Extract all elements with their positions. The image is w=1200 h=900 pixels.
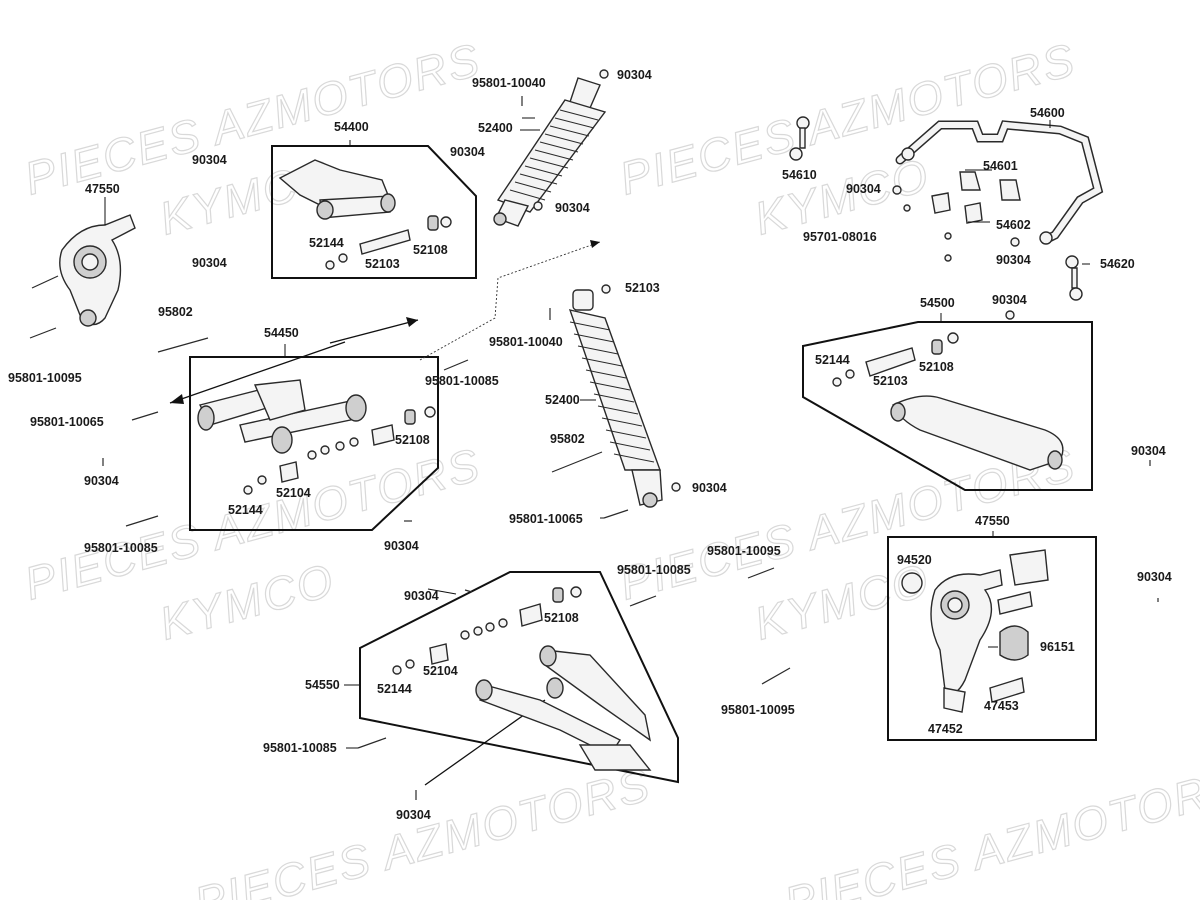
- label-95801-10085-a[interactable]: 95801-10085: [84, 541, 158, 555]
- label-95801-10040-b[interactable]: 95801-10040: [489, 335, 563, 349]
- label-95701-08016[interactable]: 95701-08016: [803, 230, 877, 244]
- label-54602[interactable]: 54602: [996, 218, 1031, 232]
- label-95801-10085-c[interactable]: 95801-10085: [617, 563, 691, 577]
- label-group-54400[interactable]: 54400: [334, 120, 369, 134]
- label-90304-h[interactable]: 90304: [692, 481, 727, 495]
- arrowhead-4: [590, 240, 600, 248]
- label-group-54600[interactable]: 54600: [1030, 106, 1065, 120]
- label-90304-c[interactable]: 90304: [84, 474, 119, 488]
- label-90304-l[interactable]: 90304: [1131, 444, 1166, 458]
- label-90304-d[interactable]: 90304: [450, 145, 485, 159]
- label-group-54500[interactable]: 54500: [920, 296, 955, 310]
- arrowhead-2: [406, 317, 418, 327]
- knuckle-left: [59, 214, 136, 327]
- guide-dashed-1: [419, 241, 601, 361]
- label-54601[interactable]: 54601: [983, 159, 1018, 173]
- label-90304-n[interactable]: 90304: [404, 589, 439, 603]
- arrowhead-1: [170, 394, 184, 404]
- label-95801-10085-b[interactable]: 95801-10085: [425, 374, 499, 388]
- shock-top: [493, 69, 609, 227]
- part-labels: 54400 54450 54500 54550 47550 54600 4755…: [8, 68, 1172, 822]
- label-52144-b[interactable]: 52144: [228, 503, 263, 517]
- label-52103-c[interactable]: 52103: [873, 374, 908, 388]
- frame-54550: [359, 571, 679, 784]
- guide-arrow-2: [329, 319, 419, 344]
- frame-54500: [802, 321, 1093, 491]
- label-52108-a[interactable]: 52108: [413, 243, 448, 257]
- label-52103-b[interactable]: 52103: [625, 281, 660, 295]
- label-47453[interactable]: 47453: [984, 699, 1019, 713]
- label-95801-10085-d[interactable]: 95801-10085: [263, 741, 337, 755]
- label-52400-a[interactable]: 52400: [478, 121, 513, 135]
- parts-drawings: [29, 69, 1159, 800]
- label-52108-d[interactable]: 52108: [544, 611, 579, 625]
- label-52144-d[interactable]: 52144: [377, 682, 412, 696]
- label-54620[interactable]: 54620: [1100, 257, 1135, 271]
- group-frames: [189, 145, 1097, 784]
- stabilizer-bar: [789, 116, 1104, 320]
- label-90304-o[interactable]: 90304: [396, 808, 431, 822]
- label-90304-g[interactable]: 90304: [384, 539, 419, 553]
- label-group-54450[interactable]: 54450: [264, 326, 299, 340]
- label-90304-e[interactable]: 90304: [617, 68, 652, 82]
- guide-arrow-1: [169, 341, 346, 404]
- label-52400-b[interactable]: 52400: [545, 393, 580, 407]
- label-52104-a[interactable]: 52104: [276, 486, 311, 500]
- label-52144-a[interactable]: 52144: [309, 236, 344, 250]
- label-95802-a[interactable]: 95802: [158, 305, 193, 319]
- label-90304-j[interactable]: 90304: [996, 253, 1031, 267]
- label-52108-c[interactable]: 52108: [919, 360, 954, 374]
- label-52104-b[interactable]: 52104: [423, 664, 458, 678]
- label-54610[interactable]: 54610: [782, 168, 817, 182]
- leader-lines: [104, 117, 1090, 749]
- shock-middle: [568, 284, 681, 508]
- label-90304-k[interactable]: 90304: [992, 293, 1027, 307]
- label-52108-b[interactable]: 52108: [395, 433, 430, 447]
- label-90304-a[interactable]: 90304: [192, 153, 227, 167]
- knuckle-right: [901, 549, 1049, 713]
- arm-54550: [392, 586, 652, 771]
- frame-54450: [189, 356, 439, 531]
- label-47550-left[interactable]: 47550: [85, 182, 120, 196]
- bolts: [29, 96, 1159, 800]
- arm-54500: [832, 332, 1064, 471]
- frame-54400: [271, 145, 477, 279]
- label-95801-10040-a[interactable]: 95801-10040: [472, 76, 546, 90]
- watermark-pieces-6: PIECES AZMOTORS: [779, 758, 1200, 900]
- label-52144-c[interactable]: 52144: [815, 353, 850, 367]
- label-95801-10065-b[interactable]: 95801-10065: [509, 512, 583, 526]
- arm-54400: [278, 159, 452, 270]
- label-96151[interactable]: 96151: [1040, 640, 1075, 654]
- label-95801-10095-b[interactable]: 95801-10095: [707, 544, 781, 558]
- label-52103-a[interactable]: 52103: [365, 257, 400, 271]
- label-94520[interactable]: 94520: [897, 553, 932, 567]
- label-95802-b[interactable]: 95802: [550, 432, 585, 446]
- arm-54450: [197, 379, 436, 495]
- label-90304-m[interactable]: 90304: [1137, 570, 1172, 584]
- label-group-47550-right[interactable]: 47550: [975, 514, 1010, 528]
- frame-47550-right: [887, 536, 1097, 741]
- label-95801-10095-c[interactable]: 95801-10095: [721, 703, 795, 717]
- label-95801-10065-a[interactable]: 95801-10065: [30, 415, 104, 429]
- label-90304-i[interactable]: 90304: [846, 182, 881, 196]
- watermark-pieces-5: PIECES AZMOTORS: [189, 758, 656, 900]
- label-95801-10095-a[interactable]: 95801-10095: [8, 371, 82, 385]
- label-47452[interactable]: 47452: [928, 722, 963, 736]
- label-90304-f[interactable]: 90304: [555, 201, 590, 215]
- label-90304-b[interactable]: 90304: [192, 256, 227, 270]
- label-group-54550[interactable]: 54550: [305, 678, 340, 692]
